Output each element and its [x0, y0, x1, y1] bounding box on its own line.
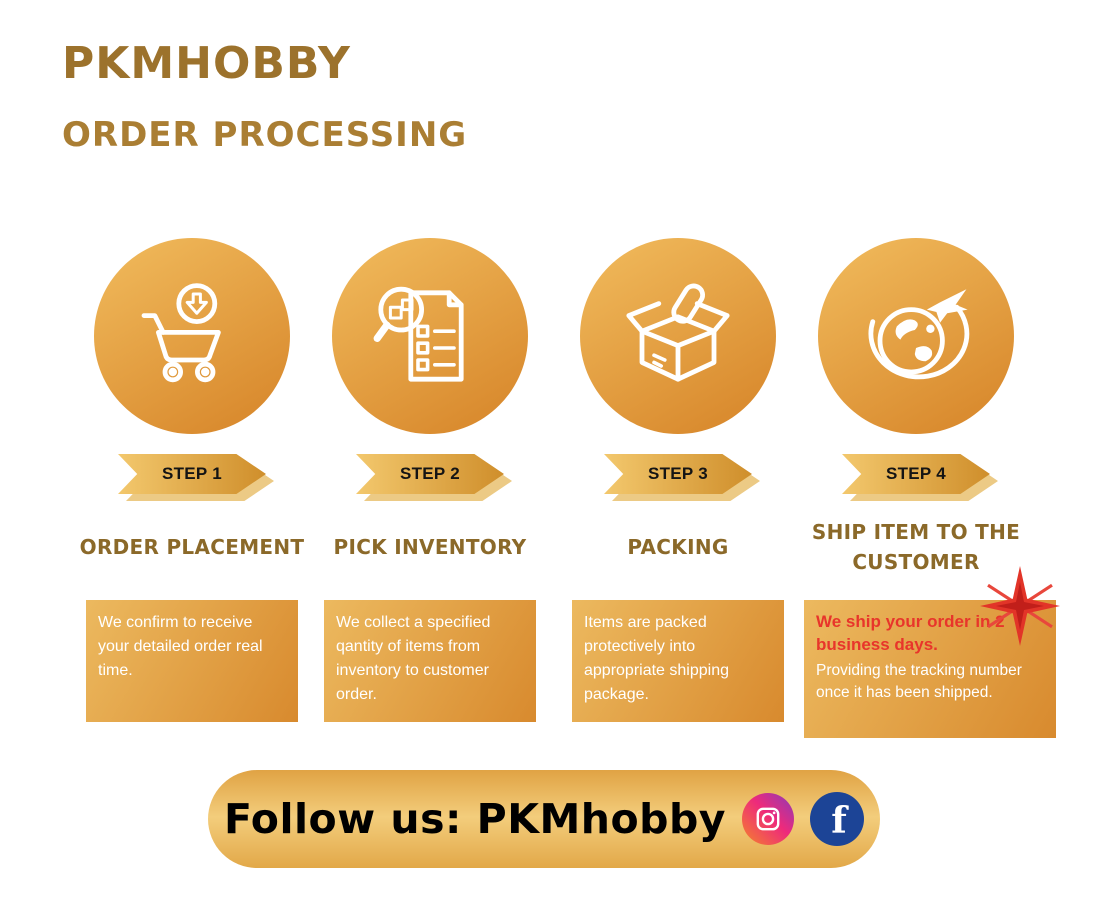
step4-column: STEP 4 SHIP ITEM TO THE CUSTOMER We ship…	[796, 238, 1060, 738]
step1-description: We confirm to receive your detailed orde…	[86, 600, 298, 722]
step1-icon-circle	[94, 238, 290, 434]
step3-column: STEP 3 PACKING Items are packed protecti…	[558, 238, 798, 722]
step4-title: SHIP ITEM TO THE CUSTOMER	[811, 520, 1021, 574]
step1-badge-label: STEP 1	[118, 454, 266, 494]
step1-badge: STEP 1	[118, 454, 274, 501]
follow-banner: Follow us: PKMhobby f	[208, 770, 880, 868]
step1-title: ORDER PLACEMENT	[79, 535, 305, 559]
step2-badge: STEP 2	[356, 454, 512, 501]
step3-description: Items are packed protectively into appro…	[572, 600, 784, 722]
follow-text: Follow us: PKMhobby	[223, 795, 727, 843]
packing-box-icon	[626, 283, 730, 382]
facebook-icon[interactable]: f	[810, 792, 865, 846]
step2-badge-label: STEP 2	[356, 454, 504, 494]
cart-download-icon	[141, 283, 221, 383]
step3-badge: STEP 3	[604, 454, 760, 501]
step4-description-wrap: We ship your order in 2 business days. P…	[796, 566, 1060, 738]
step4-highlight-text: We ship your order in 2 business days.	[816, 612, 1005, 654]
step4-note-text: Providing the tracking number once it ha…	[816, 661, 1022, 701]
step3-icon-circle	[580, 238, 776, 434]
step4-badge: STEP 4	[842, 454, 998, 501]
brand-title: PKMHOBBY	[62, 38, 351, 89]
step2-icon-circle	[332, 238, 528, 434]
step2-column: STEP 2 PICK INVENTORY We collect a speci…	[310, 238, 550, 722]
camera-glyph	[756, 807, 780, 831]
facebook-f-glyph: f	[831, 800, 847, 842]
step2-title: PICK INVENTORY	[333, 535, 527, 559]
step2-description: We collect a specified qantity of items …	[324, 600, 536, 722]
step4-icon-circle	[818, 238, 1014, 434]
header: PKMHOBBY ORDER PROCESSING	[62, 38, 467, 155]
step4-description: We ship your order in 2 business days. P…	[804, 600, 1056, 738]
step3-title: PACKING	[627, 535, 729, 559]
step2-description-wrap: We collect a specified qantity of items …	[310, 600, 550, 722]
step1-description-wrap: We confirm to receive your detailed orde…	[72, 600, 312, 722]
inventory-checklist-icon	[373, 286, 464, 382]
step4-badge-label: STEP 4	[842, 454, 990, 494]
instagram-icon[interactable]	[742, 793, 795, 845]
step3-badge-label: STEP 3	[604, 454, 752, 494]
sparkle-icon	[980, 566, 1060, 646]
globe-plane-icon	[868, 289, 970, 380]
step1-column: STEP 1 ORDER PLACEMENT We confirm to rec…	[72, 238, 312, 722]
step3-description-wrap: Items are packed protectively into appro…	[558, 600, 798, 722]
page-title: ORDER PROCESSING	[62, 115, 468, 155]
